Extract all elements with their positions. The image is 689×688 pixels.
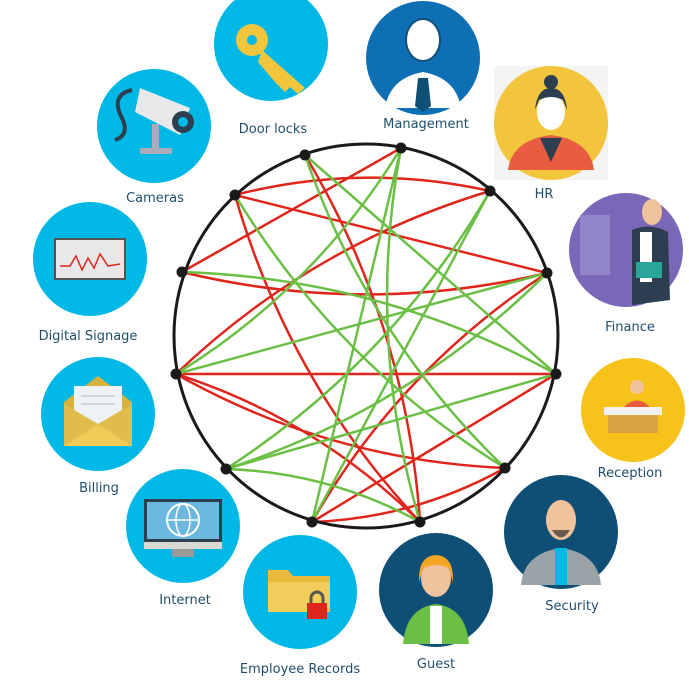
broken-link <box>175 189 491 375</box>
healthy-link <box>225 272 548 471</box>
node-billing[interactable]: Billing <box>41 357 155 496</box>
healthy-link <box>225 190 492 471</box>
ring-node-dot <box>176 266 188 278</box>
broken-link <box>311 466 506 524</box>
ring-node-dot <box>541 267 553 279</box>
node-label: Door locks <box>239 122 308 137</box>
node-finance[interactable]: Finance <box>569 193 683 335</box>
node-cameras[interactable]: Cameras <box>97 69 211 206</box>
reception-desk-icon <box>604 380 662 433</box>
node-label: Internet <box>159 593 211 608</box>
node-employee-records[interactable]: Employee Records <box>240 535 360 677</box>
ring-node-dot <box>220 463 232 475</box>
ring-node-dot <box>306 516 318 528</box>
finance-person-icon <box>580 199 670 305</box>
healthy-link <box>310 147 403 523</box>
broken-link <box>234 176 491 197</box>
broken-link <box>311 372 557 524</box>
node-label: Security <box>545 599 599 614</box>
node-label: Employee Records <box>240 662 360 677</box>
node-dots-layer <box>170 142 562 528</box>
node-label: Cameras <box>126 191 184 206</box>
node-label: Management <box>383 117 469 132</box>
broken-link <box>234 193 548 275</box>
ring-node-dot <box>484 185 496 197</box>
security-camera-icon <box>114 88 194 154</box>
ring-node-dot <box>170 368 182 380</box>
node-digital-signage[interactable]: Digital Signage <box>33 202 147 344</box>
node-label: Digital Signage <box>39 329 138 344</box>
node-door-locks[interactable]: Door locks <box>214 0 328 137</box>
links-layer <box>175 146 557 524</box>
healthy-link <box>385 147 422 523</box>
healthy-link <box>310 190 492 523</box>
healthy-link <box>175 147 403 376</box>
envelope-icon <box>64 376 132 446</box>
node-label: Reception <box>598 466 663 481</box>
ring-node-dot <box>499 462 511 474</box>
signage-screen-icon <box>54 238 126 280</box>
node-hr[interactable]: HR <box>494 66 608 202</box>
broken-link <box>233 194 421 523</box>
node-internet[interactable]: Internet <box>126 469 240 608</box>
broken-link <box>181 270 548 296</box>
node-label: Finance <box>605 320 655 335</box>
healthy-link <box>225 467 421 524</box>
guest-person-icon <box>403 555 469 644</box>
healthy-link <box>181 270 557 376</box>
healthy-link <box>233 194 506 470</box>
ring-node-dot <box>299 149 311 161</box>
node-label: Guest <box>417 657 455 672</box>
healthy-link <box>175 271 548 376</box>
healthy-link <box>304 154 557 375</box>
healthy-link <box>303 154 506 469</box>
ring-node-dot <box>229 189 241 201</box>
node-label: Billing <box>79 481 119 496</box>
manager-icon <box>385 18 461 112</box>
locked-folder-icon <box>268 570 330 619</box>
broken-link <box>181 146 402 274</box>
broken-link <box>303 154 422 523</box>
healthy-link <box>225 372 557 471</box>
node-label: HR <box>535 187 554 202</box>
ring-node-dot <box>414 516 426 528</box>
hr-person-icon <box>508 75 594 170</box>
node-guest[interactable]: Guest <box>379 533 493 672</box>
network-ring <box>172 142 560 530</box>
globe-monitor-icon <box>144 499 222 557</box>
ring-node-dot <box>550 368 562 380</box>
security-guard-icon <box>521 500 601 585</box>
node-management[interactable]: Management <box>366 1 480 132</box>
node-security[interactable]: Security <box>504 475 618 614</box>
node-reception[interactable]: Reception <box>581 358 685 481</box>
broken-link <box>175 372 421 523</box>
key-icon <box>236 24 305 94</box>
broken-link <box>175 372 506 470</box>
ring-node-dot <box>395 142 407 154</box>
broken-link <box>310 271 548 523</box>
